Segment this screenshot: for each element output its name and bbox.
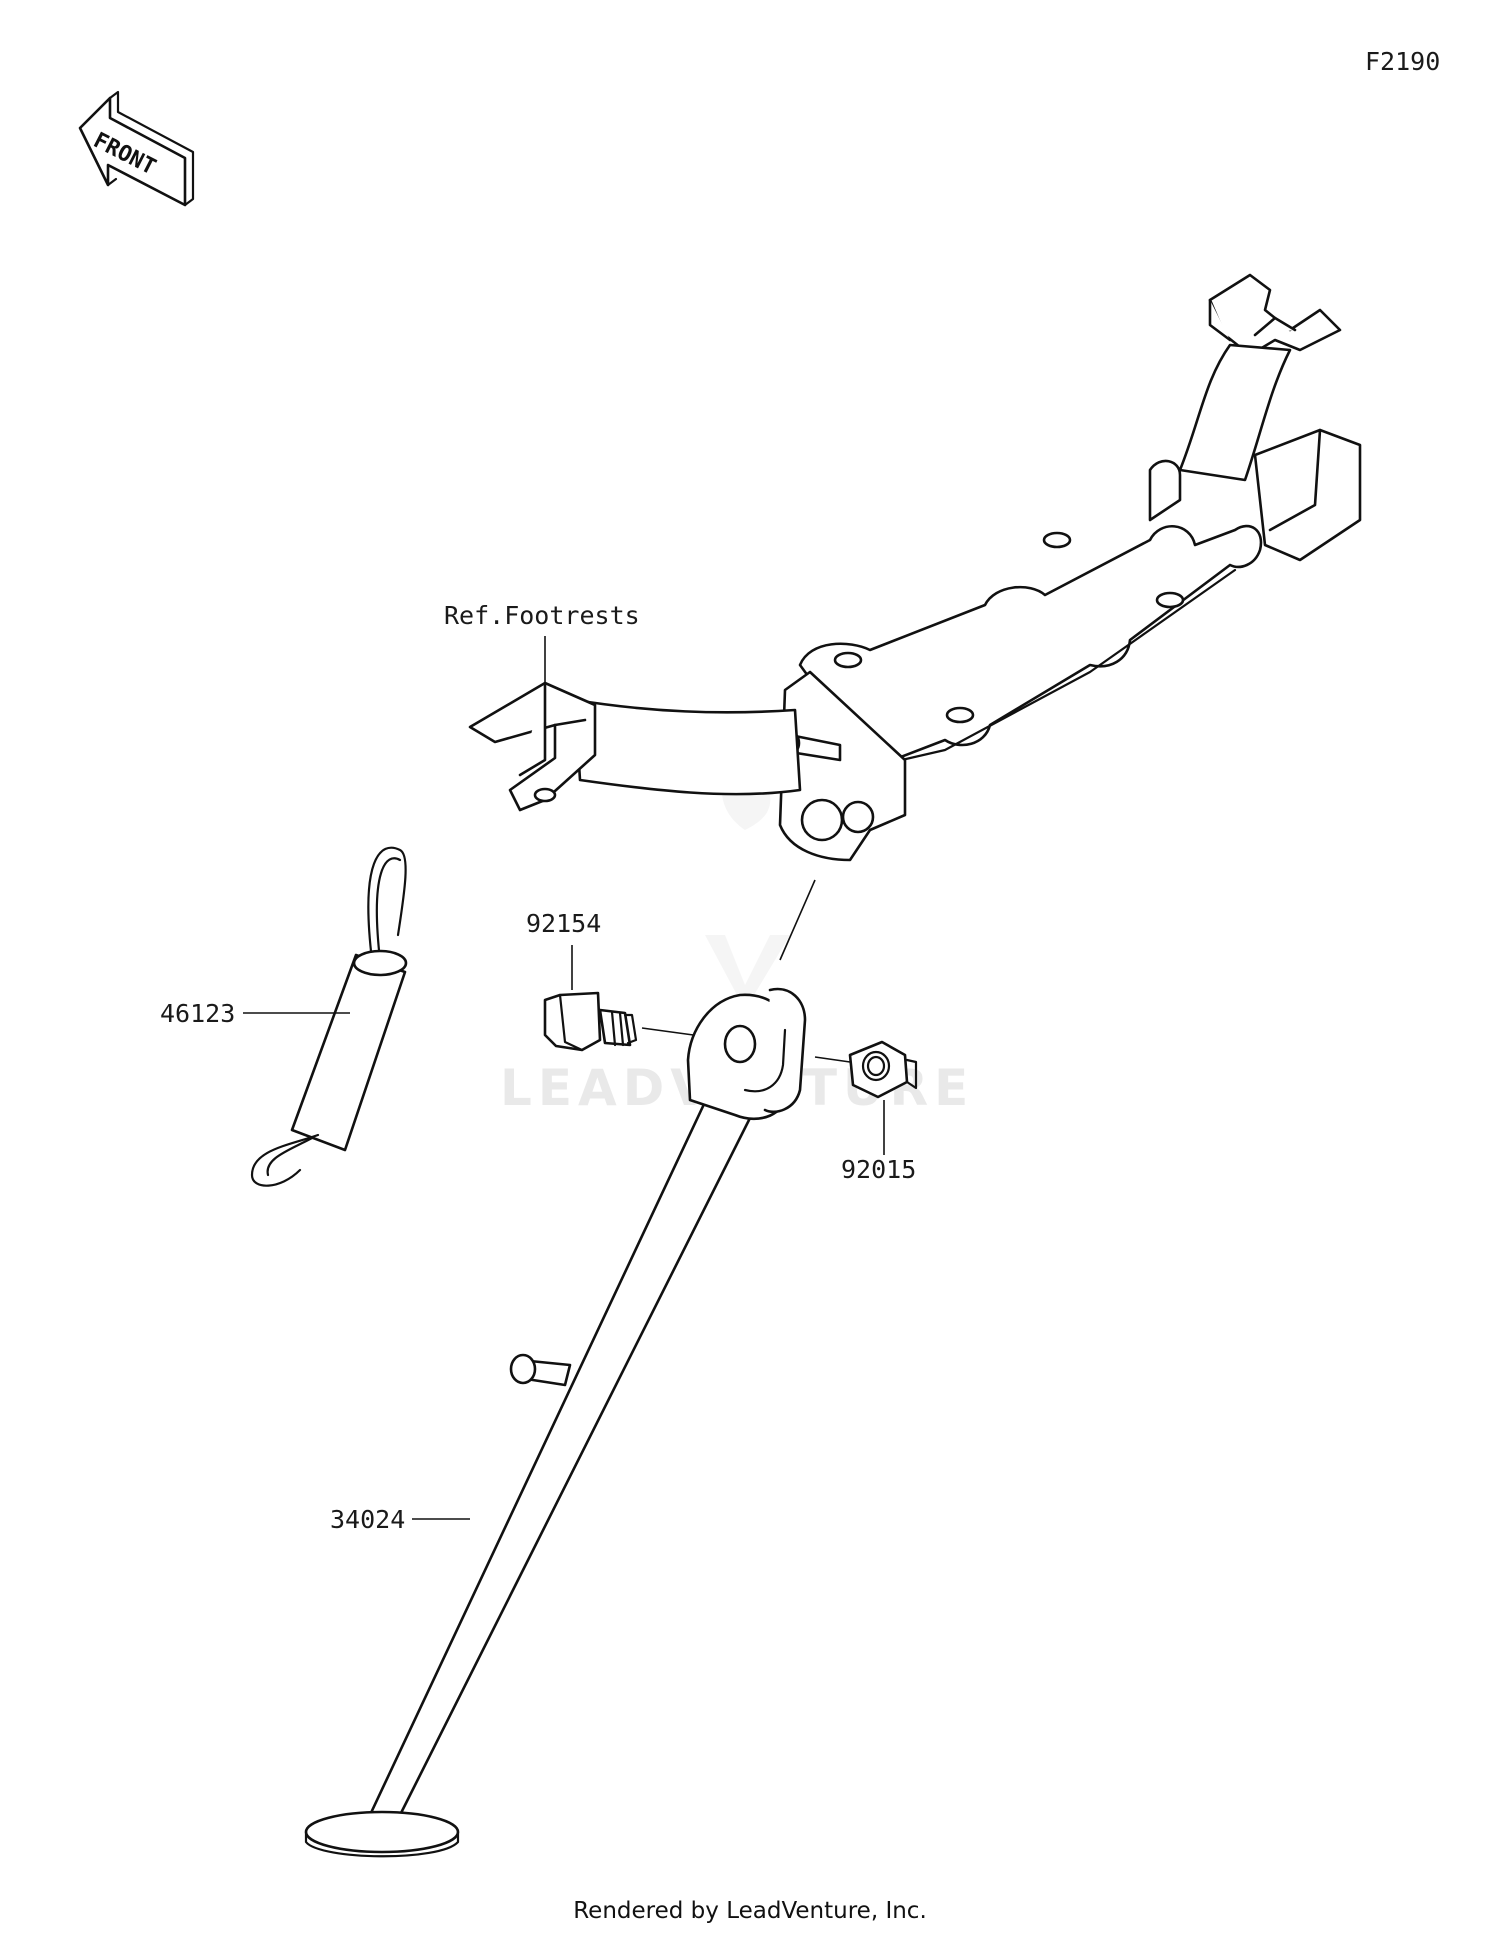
footrest-reference bbox=[468, 681, 802, 812]
front-arrow-icon: FRONT bbox=[78, 90, 195, 207]
part-number-92154: 92154 bbox=[526, 909, 601, 938]
spring-part bbox=[250, 846, 408, 1187]
ref-footrests-label: Ref.Footrests bbox=[444, 601, 640, 630]
bolt-part bbox=[543, 991, 638, 1052]
diagram-code: F2190 bbox=[1365, 47, 1440, 76]
nut-part bbox=[848, 1040, 918, 1099]
part-number-46123: 46123 bbox=[160, 999, 235, 1028]
render-credit: Rendered by LeadVenture, Inc. bbox=[573, 1898, 927, 1924]
nut-axis-line bbox=[814, 1056, 851, 1063]
part-number-92015: 92015 bbox=[841, 1155, 916, 1184]
frame-bracket bbox=[778, 273, 1362, 862]
part-number-34024: 34024 bbox=[330, 1505, 405, 1534]
assembly-line bbox=[779, 879, 816, 961]
side-stand-part bbox=[304, 987, 807, 1858]
